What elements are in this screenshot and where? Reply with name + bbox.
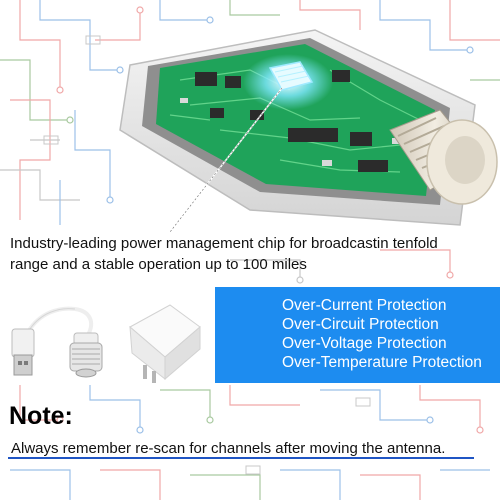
accessories-illustration [11,304,201,383]
note-text: Always remember re-scan for channels aft… [11,440,446,457]
chip-caption: Industry-leading power management chip f… [10,233,495,275]
caption-line-2: range and a stable operation up to 100 m… [10,256,307,273]
coax-connector-icon [69,307,103,378]
note-heading: Note: [9,402,73,430]
protection-item: Over-Circuit Protection [282,316,439,333]
protection-banner: Over-Current Protection Over-Circuit Pro… [0,287,500,383]
protection-item: Over-Temperature Protection [282,354,482,371]
protection-item: Over-Current Protection [282,297,447,314]
accessories-panel [0,287,215,383]
note-underline [8,457,474,459]
caption-line-1: Industry-leading power management chip f… [10,235,438,252]
power-adapter-icon [129,304,201,383]
usb-plug-icon [11,306,76,376]
protection-item: Over-Voltage Protection [282,335,447,352]
protection-list: Over-Current Protection Over-Circuit Pro… [282,296,500,372]
amplifier-device-illustration [119,29,498,233]
